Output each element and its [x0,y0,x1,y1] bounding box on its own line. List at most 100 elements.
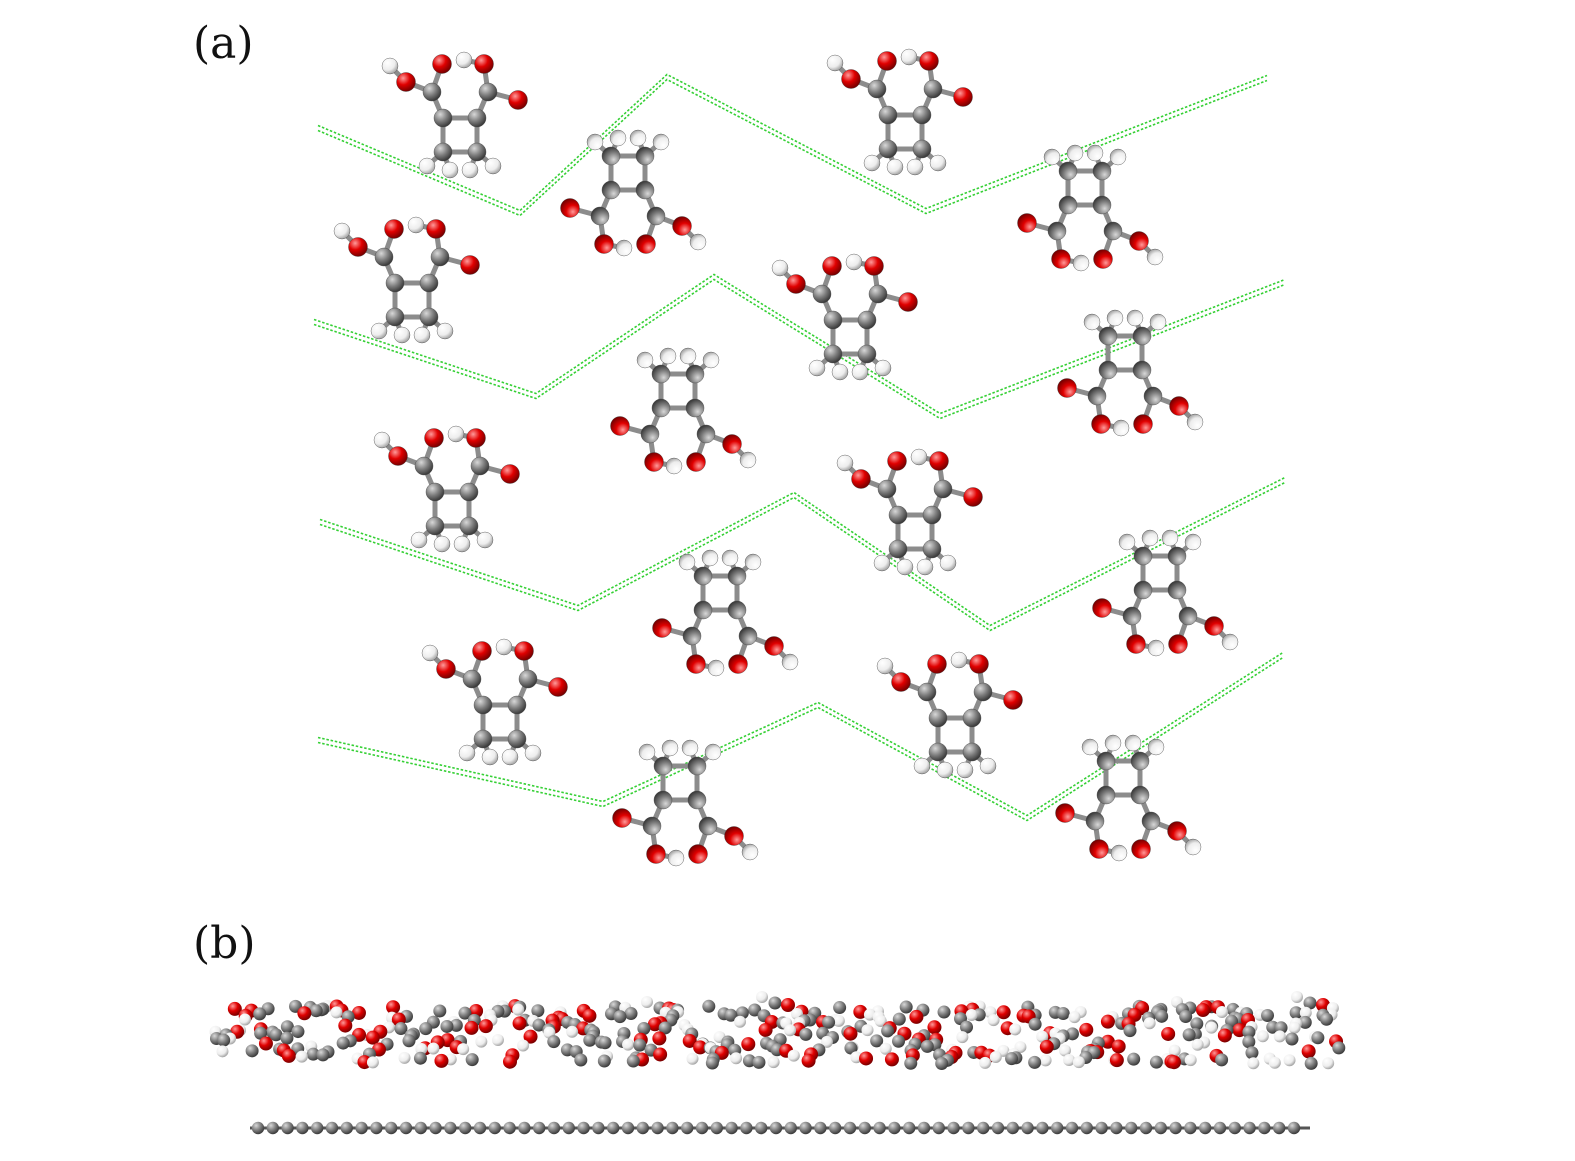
hydrogen-atom [1086,144,1104,162]
substrate-atom [325,1121,339,1135]
side-carbon-atom [413,1051,427,1065]
side-hydrogen-atom [1291,991,1303,1003]
side-carbon-atom [833,1001,847,1015]
oxygen-atom [686,452,706,472]
hydrogen-atom [1072,254,1090,272]
hydrogen-atom [461,161,479,179]
carbon-atom [687,756,707,776]
side-hydrogen-atom [1143,1017,1156,1030]
carbon-atom [877,479,897,499]
carbon-atom [693,566,713,586]
oxygen-atom [500,464,520,484]
oxygen-atom [969,654,989,674]
side-carbon-atom [254,1026,268,1040]
side-carbon-atom [613,1010,627,1024]
carbon-atom [738,626,758,646]
side-hydrogen-atom [330,1006,343,1019]
side-carbon-atom [1304,1056,1318,1070]
carbon-atom [601,146,621,166]
oxygen-atom [724,826,744,846]
hydrogen-atom [441,161,459,179]
hbond-line-3 [319,481,1286,632]
carbon-atom [635,180,655,200]
side-carbon-atom [574,1053,588,1067]
molecule-3 [560,129,707,257]
carbon-atom [651,398,671,418]
substrate-atom [592,1121,605,1135]
oxygen-atom [424,428,444,448]
side-hydrogen-atom [820,1035,833,1048]
hydrogen-atom [1146,248,1164,266]
hydrogen-atom [393,326,411,344]
carbon-atom [635,146,655,166]
hydrogen-atom [913,757,931,775]
side-oxygen-atom [434,1053,449,1068]
side-hydrogen-atom [1288,1021,1301,1034]
side-carbon-atom [1215,1053,1229,1067]
side-hydrogen-atom [1283,1054,1296,1067]
side-oxygen-atom [523,1029,538,1044]
carbon-atom [682,626,702,646]
oxygen-atom [877,51,897,71]
side-hydrogen-atom [1039,1054,1052,1067]
hydrogen-atom [421,644,439,662]
hydrogen-atom [370,322,388,340]
substrate-atom [917,1121,931,1135]
side-oxygen-atom [227,1001,242,1016]
hydrogen-atom [896,558,914,576]
substrate-atom [1021,1121,1034,1135]
carbon-atom [923,79,943,99]
side-oxygen-atom [996,1005,1011,1020]
oxygen-atom [1129,231,1149,251]
carbon-atom [1132,326,1152,346]
side-oxygen-atom [652,1031,667,1046]
carbon-atom [888,505,908,525]
oxygen-atom [1089,839,1109,859]
hydrogen-atom [1104,734,1122,752]
hydrogen-atom [476,531,494,549]
side-carbon-atom [1245,1046,1259,1060]
hbond-line-1 [317,73,1268,212]
substrate-atom [562,1121,575,1135]
hydrogen-atom [701,549,719,567]
side-view-molecule-layer [209,991,1346,1071]
carbon-atom [878,139,898,159]
oxygen-atom [963,487,983,507]
substrate-atom [769,1121,783,1135]
carbon-atom [422,82,442,102]
side-hydrogen-atom [767,1056,780,1069]
substrate-atom [1036,1121,1049,1135]
side-hydrogen-atom [1063,1054,1076,1067]
carbon-atom [698,816,718,836]
hydrogen-atom [433,535,451,553]
side-carbon-atom [336,1036,350,1050]
side-oxygen-atom [801,1053,816,1068]
side-hydrogen-atom [1322,1057,1335,1070]
hydrogen-atom [873,554,891,572]
hydrogen-atom [681,739,699,757]
oxygen-atom [436,659,456,679]
substrate-atom [429,1121,442,1135]
oxygen-atom [851,469,871,489]
side-oxygen-atom [1111,1039,1126,1054]
side-oxygen-atom [647,1017,662,1032]
side-carbon-atom [1190,1017,1204,1031]
oxygen-atom [1169,396,1189,416]
carbon-atom [1132,360,1152,380]
substrate-atom [991,1121,1005,1135]
substrate-atom [1258,1121,1271,1135]
side-hydrogen-atom [1216,1006,1228,1018]
side-oxygen-atom [653,1047,668,1062]
side-carbon-atom [626,1054,640,1068]
hydrogen-atom [886,158,904,176]
side-carbon-atom [465,1053,479,1067]
hydrogen-atom [1184,838,1202,856]
carbon-atom [467,142,487,162]
substrate-atom [1169,1121,1182,1135]
oxygen-atom [644,452,664,472]
carbon-atom [473,695,493,715]
oxygen-atom [1093,249,1113,269]
side-carbon-atom [748,1003,762,1017]
hydrogen-atom [665,457,683,475]
substrate-atom [681,1121,694,1135]
